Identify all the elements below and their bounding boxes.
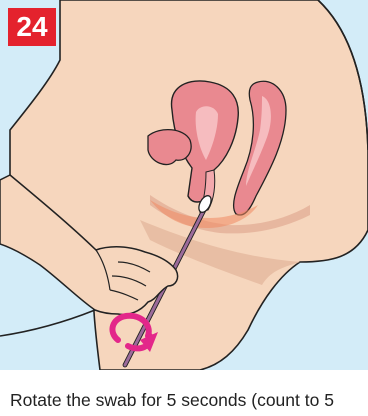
- forearm-edge: [0, 310, 95, 336]
- bladder: [148, 130, 191, 165]
- swab-illustration: 24: [0, 0, 368, 370]
- step-number-badge: 24: [8, 8, 56, 46]
- instruction-caption: Rotate the swab for 5 seconds (count to …: [10, 389, 368, 411]
